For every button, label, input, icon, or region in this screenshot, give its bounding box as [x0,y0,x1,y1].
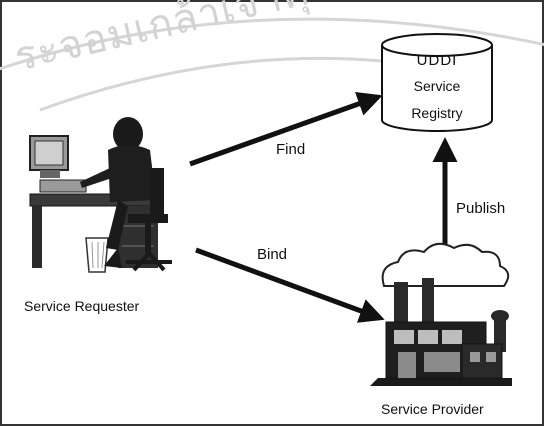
registry-line-service: Service [413,78,461,94]
find-arrow [189,91,383,167]
find-label: Find [276,141,306,158]
service-provider-factory-icon [370,242,512,386]
service-requester-label: Service Requester [24,298,140,314]
service-provider-label: Service Provider [381,401,484,417]
bind-label: Bind [257,246,288,263]
registry-line-registry: Registry [411,105,463,121]
bind-arrow [195,247,385,323]
uddi-registry-cylinder [381,33,493,132]
registry-line-uddi: UDDI [416,52,458,69]
service-requester-person-icon [29,117,172,273]
publish-label: Publish [456,200,506,217]
